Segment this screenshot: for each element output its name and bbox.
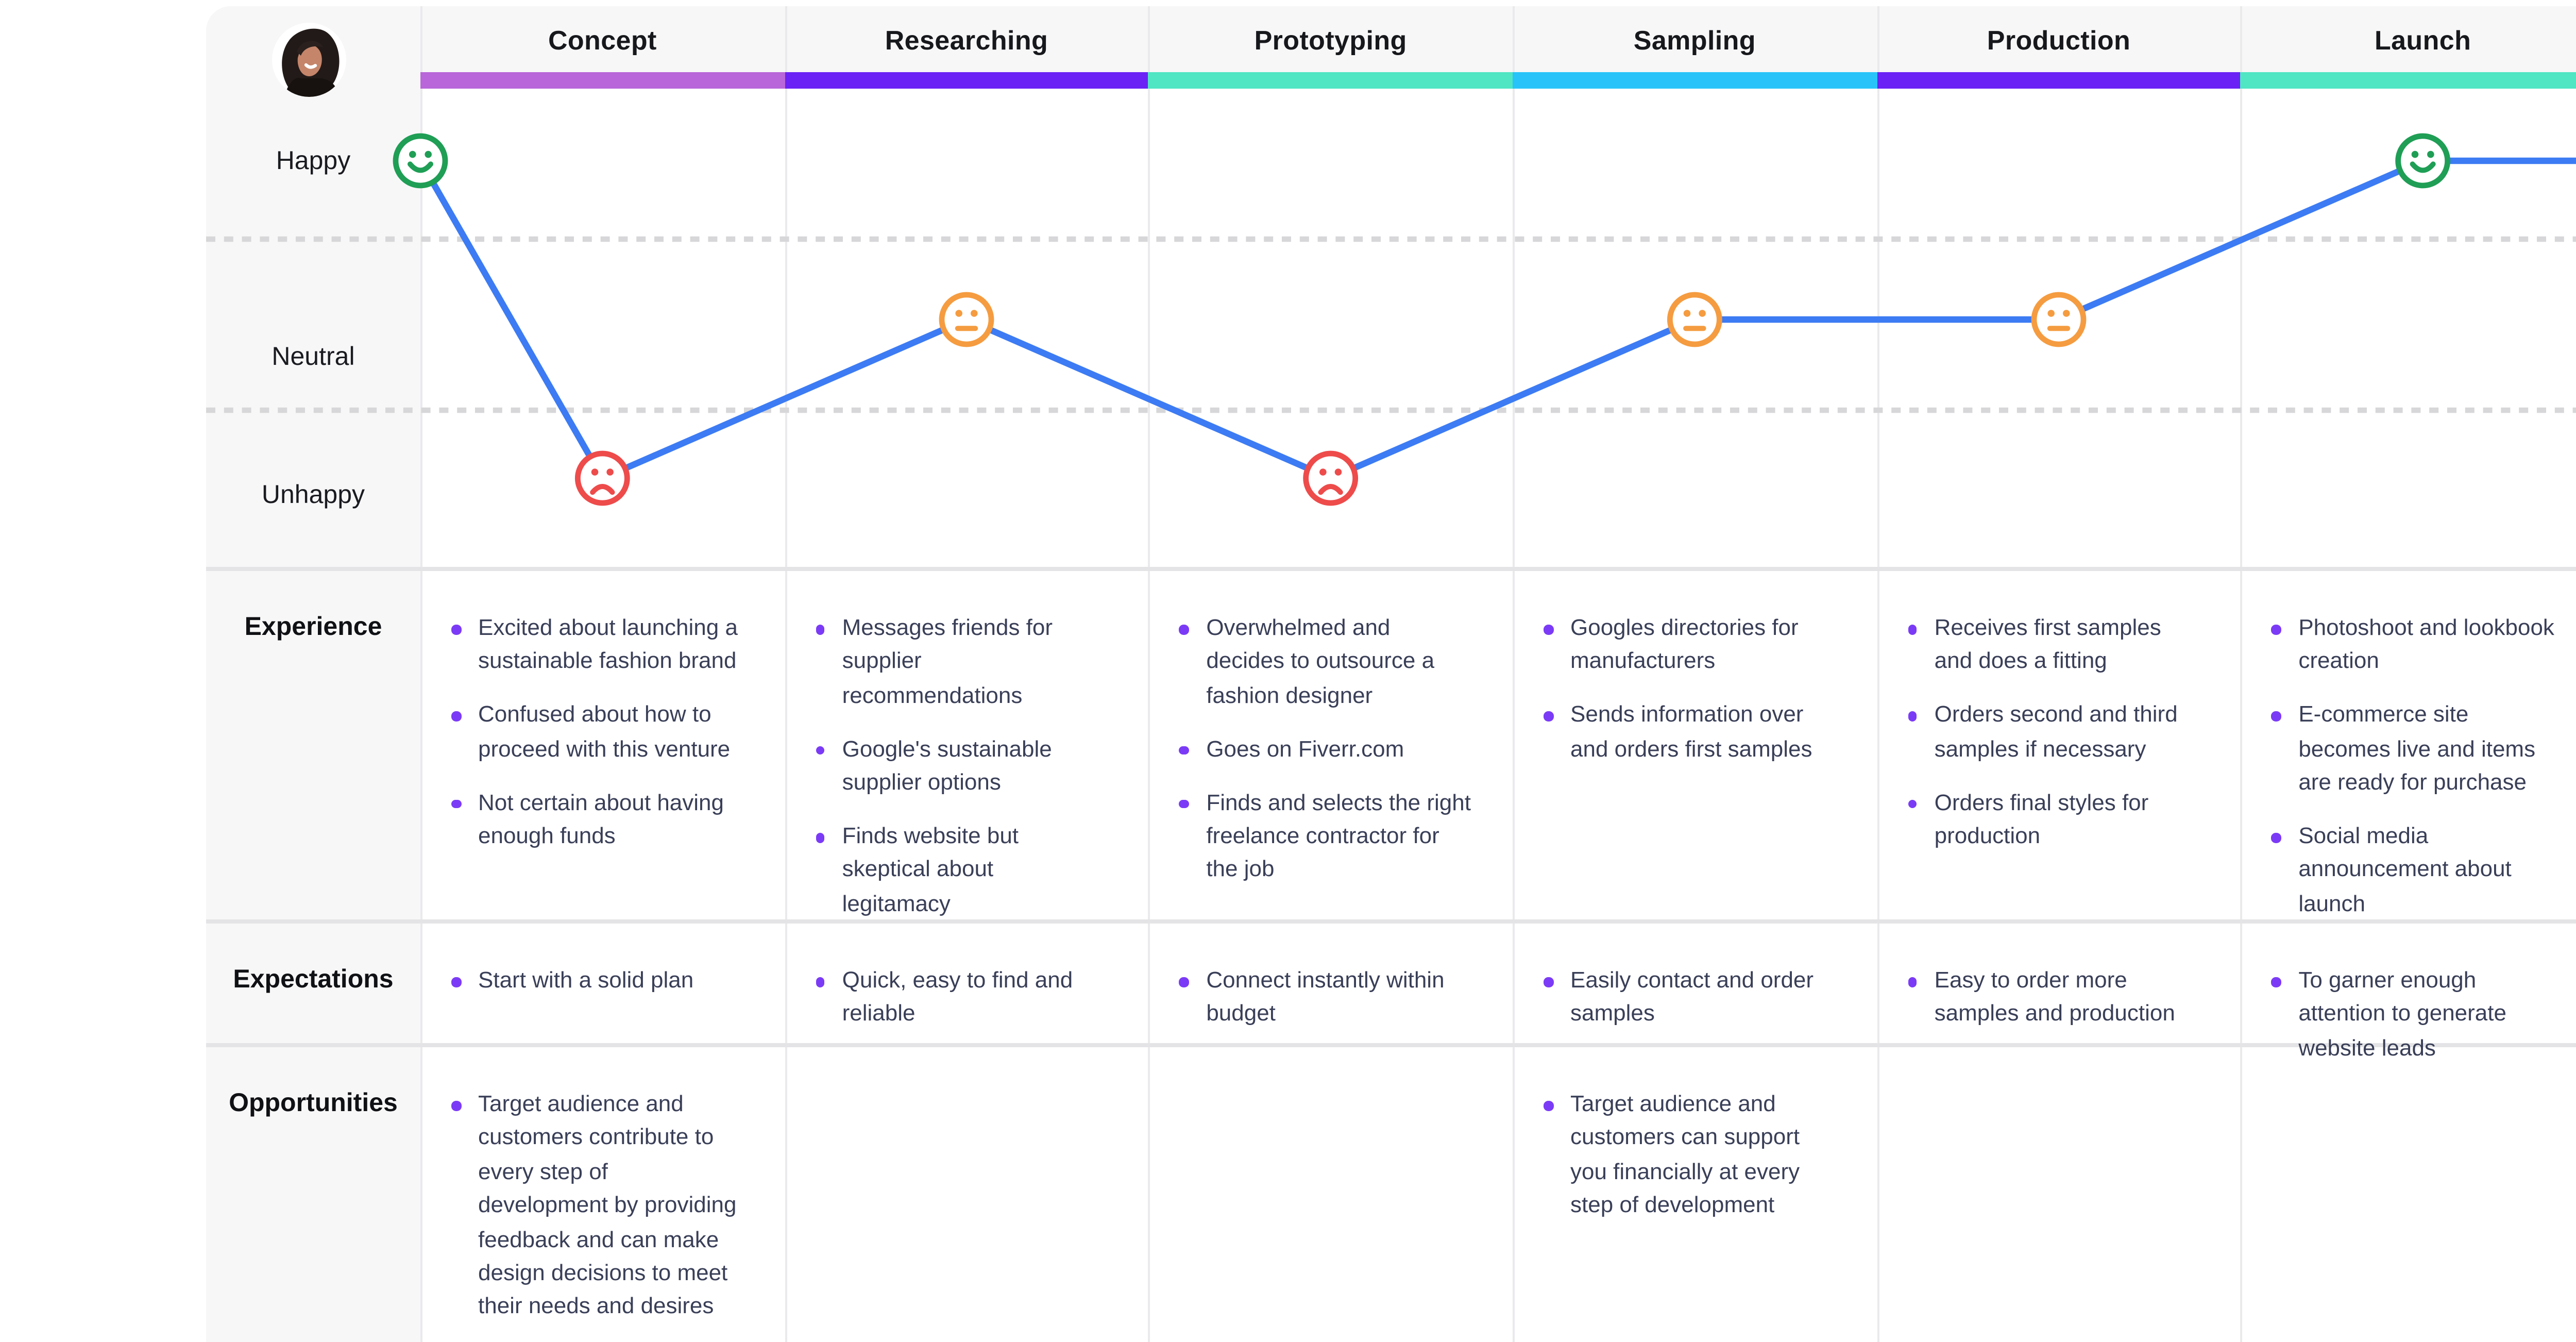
bullet-item: Social media announcement about launch — [2269, 820, 2564, 922]
stage-header-sampling: Sampling — [1633, 24, 1756, 55]
emotion-journey-chart — [206, 89, 2576, 569]
bullet-item: To garner enough attention to generate w… — [2269, 965, 2564, 1066]
cell-opportunities-researching — [785, 1045, 1149, 1342]
bullet-item: Easy to order more samples and productio… — [1906, 965, 2200, 1032]
stage-header-prototyping: Prototyping — [1254, 24, 1407, 55]
cell-experience-researching: Messages friends for supplier recommenda… — [785, 569, 1149, 921]
section-opportunities: Opportunities Target audience and custom… — [206, 1045, 2576, 1342]
column-divider — [2241, 6, 2243, 1342]
bullet-item: Finds website but skeptical about legita… — [814, 820, 1108, 922]
cell-expectations-prototyping: Connect instantly within budget — [1148, 921, 1513, 1045]
cell-experience-prototyping: Overwhelmed and decides to outsource a f… — [1148, 569, 1513, 921]
column-divider — [1876, 6, 1879, 1342]
bullet-item: Target audience and customers contribute… — [449, 1088, 743, 1325]
emotion-journey-line — [417, 157, 2576, 482]
cell-expectations-researching: Quick, easy to find and reliable — [785, 921, 1149, 1045]
section-divider — [206, 567, 2576, 571]
emotion-label-happy: Happy — [276, 146, 351, 175]
bullet-item: Google's sustainable supplier options — [814, 733, 1108, 801]
stage-color-bar-sampling — [1513, 72, 1877, 89]
section-expectations: Expectations Start with a solid plan Qui… — [206, 921, 2576, 1061]
stage-header-production: Production — [1987, 24, 2131, 55]
bullet-item: Messages friends for supplier recommenda… — [814, 612, 1108, 714]
stage-color-bar-prototyping — [1148, 72, 1513, 89]
cell-expectations-concept: Start with a solid plan — [420, 921, 785, 1045]
emotion-label-neutral: Neutral — [272, 342, 355, 371]
cell-expectations-sampling: Easily contact and order samples — [1513, 921, 1877, 1045]
stage-color-bar-concept — [420, 72, 785, 89]
column-divider — [784, 6, 787, 1342]
emotion-label-unhappy: Unhappy — [261, 480, 365, 509]
bullet-item: Googles directories for manufacturers — [1541, 612, 1836, 680]
bullet-item: Goes on Fiverr.com — [1177, 733, 1471, 767]
column-divider — [1513, 6, 1515, 1342]
bullet-item: Target audience and customers can suppor… — [1541, 1088, 1836, 1224]
bullet-item: Receives first samples and does a fittin… — [1906, 612, 2200, 680]
emotion-face-neutral-icon — [1670, 295, 1719, 344]
cell-experience-production: Receives first samples and does a fittin… — [1877, 569, 2241, 921]
bullet-item: Not certain about having enough funds — [449, 787, 743, 854]
bullet-item: Orders final styles for production — [1906, 787, 2200, 854]
stage-header-concept: Concept — [548, 24, 657, 55]
bullet-item: Sends information over and orders first … — [1541, 699, 1836, 767]
cell-expectations-production: Easy to order more samples and productio… — [1877, 921, 2241, 1045]
persona-avatar — [272, 23, 346, 97]
emotion-face-neutral-icon — [2034, 295, 2083, 344]
bullet-item: Orders second and third samples if neces… — [1906, 699, 2200, 767]
bullet-item: Confused about how to proceed with this … — [449, 699, 743, 767]
bullet-item: Quick, easy to find and reliable — [814, 965, 1108, 1032]
stage-color-bar-production — [1876, 72, 2241, 89]
emotion-face-neutral-icon — [942, 295, 991, 344]
bullet-item: Connect instantly within budget — [1177, 965, 1471, 1032]
bullet-item: E-commerce site becomes live and items a… — [2269, 699, 2564, 801]
cell-opportunities-concept: Target audience and customers contribute… — [420, 1045, 785, 1342]
section-divider — [206, 1043, 2576, 1047]
bullet-item: Excited about launching a sustainable fa… — [449, 612, 743, 680]
cell-opportunities-prototyping — [1148, 1045, 1513, 1342]
section-experience: Experience Excited about launching a sus… — [206, 569, 2576, 921]
stage-header-launch: Launch — [2374, 24, 2471, 55]
label-column-background — [206, 6, 420, 1342]
cell-opportunities-sampling: Target audience and customers can suppor… — [1513, 1045, 1877, 1342]
bullet-item: Overwhelmed and decides to outsource a f… — [1177, 612, 1471, 714]
bullet-item: Photoshoot and lookbook creation — [2269, 612, 2564, 680]
cell-experience-concept: Excited about launching a sustainable fa… — [420, 569, 785, 921]
column-divider — [1148, 6, 1151, 1342]
stage-color-bar-launch — [2241, 72, 2576, 89]
cell-opportunities-launch — [2241, 1045, 2576, 1342]
stage-header-researching: Researching — [885, 24, 1048, 55]
bullet-item: Easily contact and order samples — [1541, 965, 1836, 1032]
emotion-face-unhappy-icon — [578, 454, 627, 503]
journey-map-card: Concept Researching Prototyping Sampling… — [206, 6, 2576, 1342]
bullet-item: Finds and selects the right freelance co… — [1177, 787, 1471, 888]
cell-expectations-launch: To garner enough attention to generate w… — [2241, 921, 2576, 1061]
emotion-face-happy-icon — [2398, 136, 2448, 186]
bullet-item: Start with a solid plan — [449, 965, 743, 999]
row-label-opportunities: Opportunities — [229, 1088, 398, 1117]
emotion-face-happy-icon — [396, 136, 445, 186]
row-label-expectations: Expectations — [233, 965, 394, 994]
row-label-experience: Experience — [244, 612, 382, 641]
emotion-face-unhappy-icon — [1306, 454, 1355, 503]
stage-color-bar-researching — [784, 72, 1149, 89]
section-divider — [206, 919, 2576, 924]
column-divider — [420, 6, 422, 1342]
cell-opportunities-production — [1877, 1045, 2241, 1342]
